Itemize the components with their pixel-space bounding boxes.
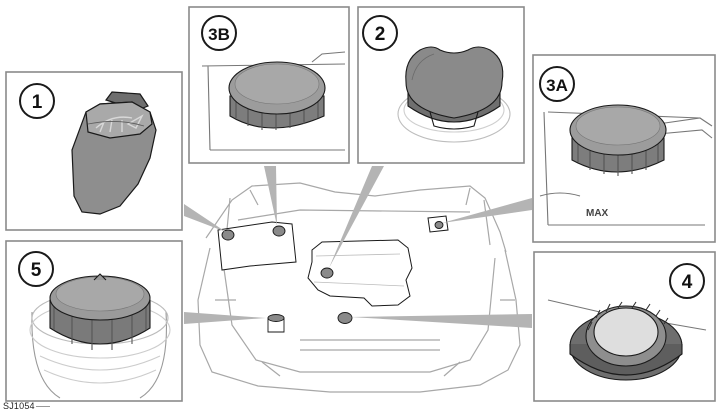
coolant-cap-3b-illustration bbox=[201, 51, 346, 151]
callout-2-label: 2 bbox=[375, 24, 386, 45]
panel-4: 4 bbox=[533, 251, 716, 402]
pointer-2 bbox=[329, 166, 384, 268]
callout-1 bbox=[19, 83, 55, 119]
power-steering-cap-illustration bbox=[29, 273, 171, 399]
panel-3a: 3A MAX bbox=[532, 54, 716, 243]
callout-3b bbox=[201, 15, 237, 51]
pointer-3a bbox=[442, 198, 532, 223]
washer-symbol-icon bbox=[95, 114, 144, 133]
panel-3b: 3B bbox=[188, 6, 350, 164]
panel-5: 5 bbox=[5, 240, 183, 402]
pointer-wedges bbox=[184, 166, 532, 328]
figure-reference-code: SJ1054 bbox=[3, 401, 35, 411]
engine-cap-locations bbox=[221, 221, 444, 333]
washer-cap-illustration bbox=[71, 91, 157, 215]
callout-4-label: 4 bbox=[682, 272, 693, 293]
callout-3b-label: 3B bbox=[208, 25, 230, 44]
callout-3a-label: 3A bbox=[546, 76, 568, 95]
callout-3a bbox=[539, 66, 575, 102]
location-cap-1 bbox=[221, 229, 235, 241]
callout-5 bbox=[18, 251, 54, 287]
location-cap-4 bbox=[337, 312, 353, 324]
oil-cap-illustration bbox=[397, 46, 511, 143]
callout-1-label: 1 bbox=[32, 92, 43, 113]
coolant-cap-3a-illustration bbox=[539, 104, 713, 226]
callout-5-label: 5 bbox=[31, 260, 42, 281]
callout-2 bbox=[362, 15, 398, 51]
brake-cap-illustration bbox=[547, 299, 707, 381]
location-cap-2 bbox=[320, 267, 334, 279]
pointer-5 bbox=[184, 312, 266, 324]
max-level-marking: MAX bbox=[586, 208, 609, 219]
callout-4 bbox=[669, 263, 705, 299]
pointer-1 bbox=[184, 204, 226, 232]
location-cap-3b bbox=[272, 225, 286, 237]
reference-underline bbox=[36, 406, 50, 407]
pointer-4 bbox=[350, 314, 532, 328]
location-cap-3a bbox=[434, 221, 444, 229]
panel-1: 1 bbox=[5, 71, 183, 231]
engine-bay-outline bbox=[197, 182, 521, 393]
panel-2: 2 bbox=[357, 6, 525, 164]
pointer-3b bbox=[264, 166, 277, 226]
